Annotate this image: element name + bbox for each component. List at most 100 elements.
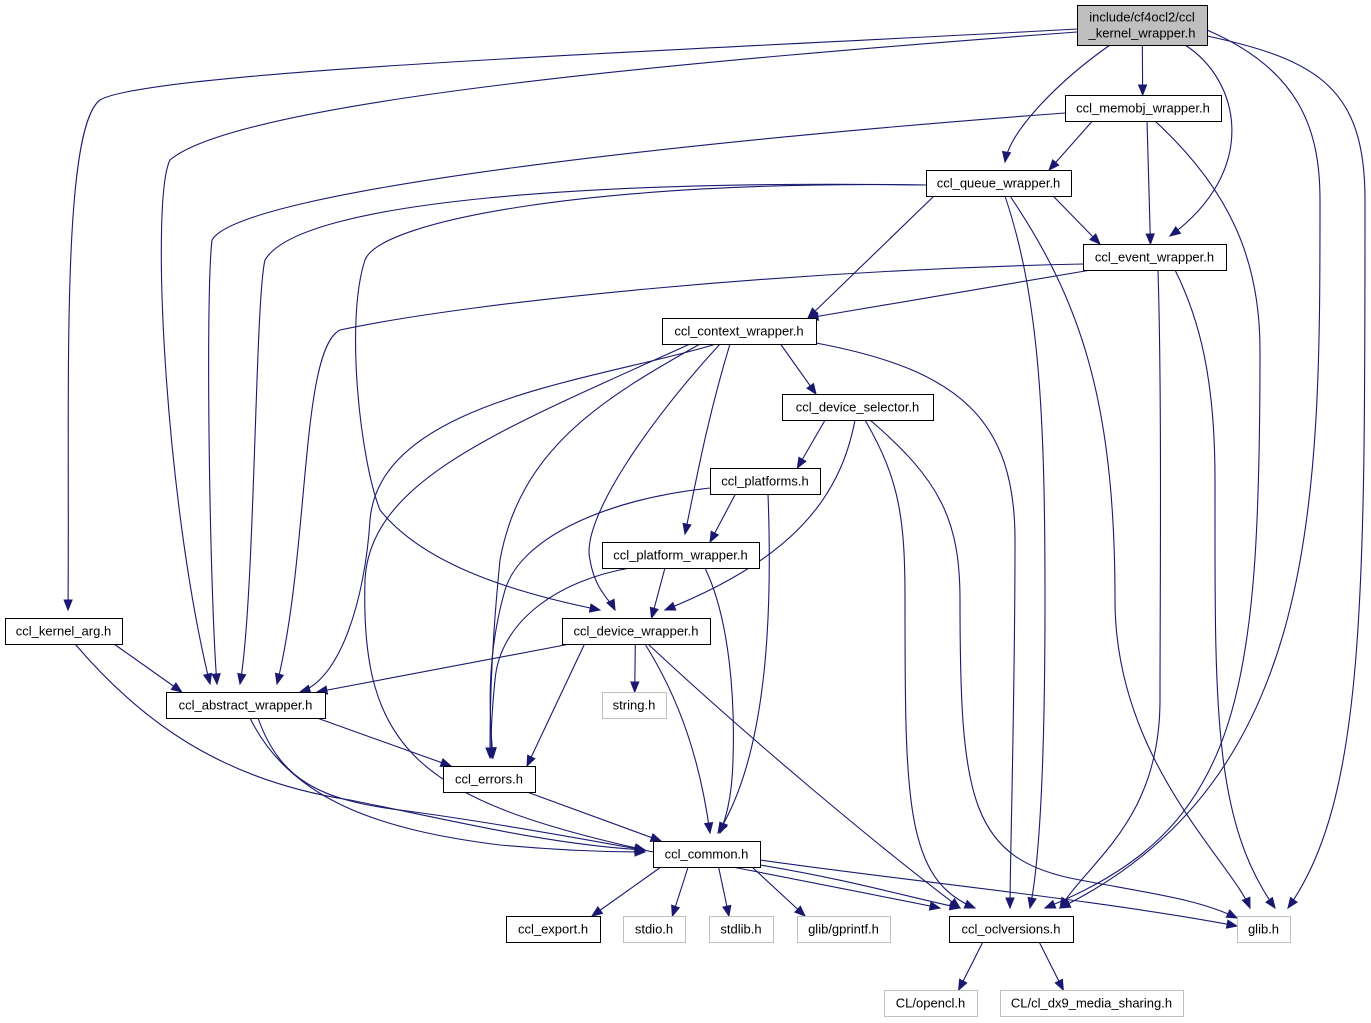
edge-memobj-to-abstract <box>208 112 1066 685</box>
edge-queue-to-glib-arrowhead <box>1241 896 1251 910</box>
node-box-device <box>562 618 711 645</box>
edge-platforms-to-errors <box>489 487 711 759</box>
edge-kernelarg-to-abstract-arrowhead <box>170 682 183 693</box>
node-memobj[interactable]: ccl_memobj_wrapper.h <box>1065 95 1222 122</box>
edge-queue-to-oclversions <box>1004 195 1046 909</box>
node-context[interactable]: ccl_context_wrapper.h <box>662 318 817 345</box>
node-glib: glib.h <box>1237 916 1291 943</box>
edge-devsel-to-platforms-arrowhead <box>796 456 807 470</box>
node-label-glib: glib.h <box>1248 922 1279 937</box>
node-label-devsel: ccl_device_selector.h <box>796 400 920 415</box>
node-label-root: _kernel_wrapper.h <box>1088 26 1196 41</box>
edge-queue-to-oclversions-arrowhead <box>1027 896 1037 910</box>
edge-platforms-to-common <box>717 493 770 834</box>
node-event[interactable]: ccl_event_wrapper.h <box>1083 244 1227 271</box>
edge-kernelarg-to-abstract <box>113 643 183 693</box>
edge-device-to-string-arrowhead <box>630 681 640 694</box>
edge-oclversions-to-opencl-arrowhead <box>958 978 968 992</box>
node-label-root: include/cf4ocl2/ccl <box>1089 10 1195 25</box>
edge-memobj-to-queue-arrowhead <box>1048 158 1060 172</box>
edge-queue-to-event <box>1052 195 1101 245</box>
node-abstract[interactable]: ccl_abstract_wrapper.h <box>166 692 326 719</box>
edge-device-to-oclversions <box>647 643 961 909</box>
node-box-stdio <box>623 916 686 943</box>
node-devsel[interactable]: ccl_device_selector.h <box>782 394 934 421</box>
edge-abstract-to-errors <box>316 717 452 767</box>
edge-common-to-oclversions-arrowhead <box>948 901 962 911</box>
node-queue[interactable]: ccl_queue_wrapper.h <box>926 170 1072 197</box>
node-box-errors <box>443 766 536 793</box>
edge-device-to-abstract <box>316 643 571 693</box>
node-label-platforms: ccl_platforms.h <box>721 474 808 489</box>
node-box-devsel <box>782 394 934 421</box>
node-box-event <box>1083 244 1227 271</box>
node-box-root <box>1077 5 1208 46</box>
node-box-opencl <box>884 990 978 1017</box>
edge-platform-to-errors-arrowhead <box>486 747 496 760</box>
node-gprintf: glib/gprintf.h <box>797 916 891 943</box>
edge-memobj-to-event <box>1146 120 1152 245</box>
edge-abstract-to-oclversions-arrowhead <box>928 901 942 911</box>
edge-event-to-abstract-arrowhead <box>274 672 285 686</box>
node-box-export <box>506 916 601 943</box>
edge-memobj-to-event-arrowhead <box>1145 233 1155 246</box>
node-box-gprintf <box>797 916 891 943</box>
edges-layer <box>63 28 1366 992</box>
node-errors[interactable]: ccl_errors.h <box>443 766 536 793</box>
node-box-context <box>662 318 817 345</box>
edge-devsel-to-device-arrowhead <box>663 601 677 611</box>
edge-queue-to-device <box>355 184 927 611</box>
node-box-common <box>653 841 761 868</box>
edge-event-to-context <box>807 269 1092 319</box>
edge-root-to-abstract <box>160 31 1078 685</box>
node-common[interactable]: ccl_common.h <box>653 841 761 868</box>
node-platforms[interactable]: ccl_platforms.h <box>710 468 821 495</box>
edge-device-to-common-arrowhead <box>703 821 714 835</box>
edge-queue-to-glib <box>1009 195 1251 909</box>
edge-device-to-common <box>644 643 711 834</box>
edge-errors-to-common-arrowhead <box>649 832 663 842</box>
edge-platform-to-errors <box>490 567 631 759</box>
edge-context-to-device-arrowhead <box>606 598 616 612</box>
node-label-event: ccl_event_wrapper.h <box>1095 250 1214 265</box>
edge-devsel-to-glib <box>869 419 1238 919</box>
node-label-string: string.h <box>613 698 656 713</box>
edge-queue-to-abstract <box>239 183 927 685</box>
edge-abstract-to-common <box>249 717 646 853</box>
node-label-queue: ccl_queue_wrapper.h <box>937 176 1061 191</box>
node-string: string.h <box>602 692 667 719</box>
edge-context-to-abstract-arrowhead <box>298 684 312 694</box>
edge-devsel-to-oclversions <box>864 419 976 909</box>
edge-context-to-common <box>364 343 691 851</box>
edge-context-to-devsel-arrowhead <box>806 382 817 396</box>
node-export[interactable]: ccl_export.h <box>506 916 601 943</box>
edge-platforms-to-platform-arrowhead <box>709 530 720 544</box>
edge-root-to-glib-arrowhead <box>1287 896 1298 910</box>
edge-context-to-oclversions <box>815 342 1016 909</box>
node-kernelarg[interactable]: ccl_kernel_arg.h <box>5 618 123 645</box>
node-oclversions[interactable]: ccl_oclversions.h <box>949 916 1074 943</box>
node-stdlib: stdlib.h <box>709 916 774 943</box>
node-label-stdlib: stdlib.h <box>720 922 761 937</box>
node-root[interactable]: include/cf4ocl2/ccl_kernel_wrapper.h <box>1077 5 1208 46</box>
node-platform[interactable]: ccl_platform_wrapper.h <box>602 542 760 569</box>
node-label-context: ccl_context_wrapper.h <box>674 324 803 339</box>
node-label-device: ccl_device_wrapper.h <box>573 624 698 639</box>
node-label-errors: ccl_errors.h <box>455 772 523 787</box>
node-label-dx9: CL/cl_dx9_media_sharing.h <box>1011 996 1172 1011</box>
node-label-memobj: ccl_memobj_wrapper.h <box>1076 101 1210 116</box>
edge-context-to-abstract <box>299 343 717 693</box>
node-label-common: ccl_common.h <box>665 847 749 862</box>
node-label-kernelarg: ccl_kernel_arg.h <box>16 624 111 639</box>
edge-root-to-event <box>1169 44 1233 237</box>
edge-common-to-stdlib-arrowhead <box>722 904 732 918</box>
node-box-oclversions <box>949 916 1074 943</box>
edge-root-to-kernelarg <box>67 28 1078 611</box>
edge-devsel-to-glib-arrowhead <box>1225 909 1239 919</box>
node-dx9: CL/cl_dx9_media_sharing.h <box>1000 990 1184 1017</box>
node-device[interactable]: ccl_device_wrapper.h <box>562 618 711 645</box>
edge-context-to-device <box>588 343 721 611</box>
node-label-abstract: ccl_abstract_wrapper.h <box>179 698 313 713</box>
node-stdio: stdio.h <box>623 916 686 943</box>
